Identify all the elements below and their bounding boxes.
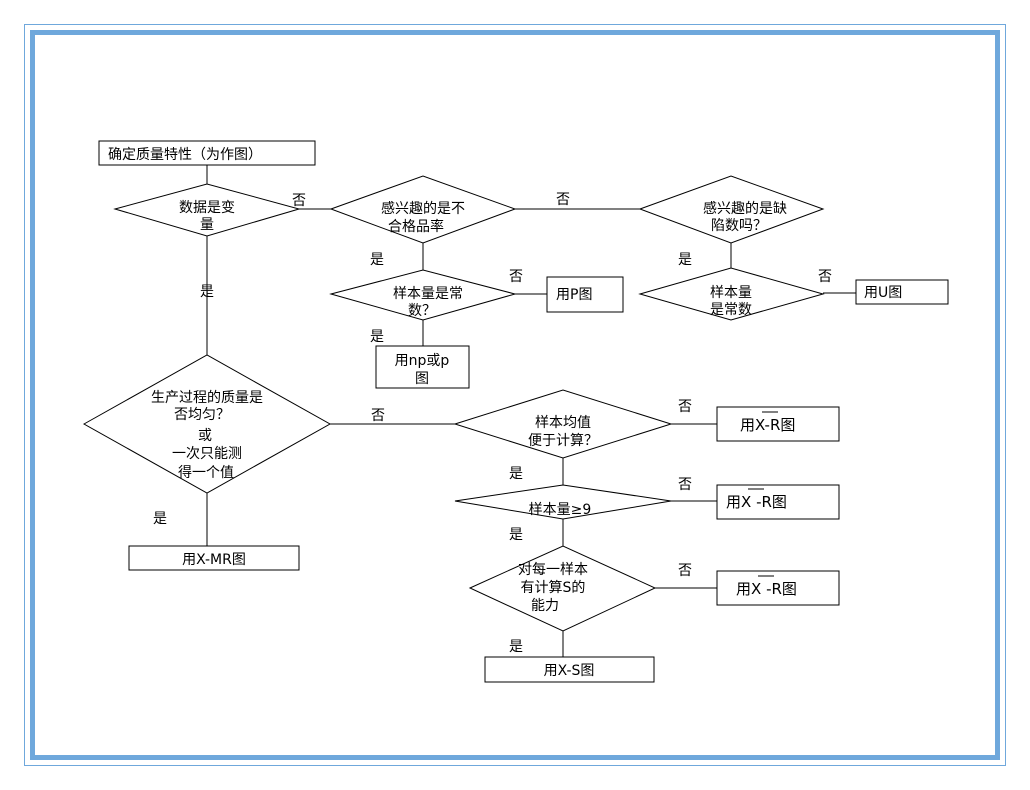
result-p-chart: 用P图	[546, 276, 624, 313]
result-u-chart: 用U图	[855, 279, 949, 305]
decision-label-line: 或	[198, 428, 212, 444]
result-xbar-r-chart-2: 用X -R图	[716, 484, 840, 520]
decision-data-variable: 数据是变 量	[113, 183, 301, 237]
edge-label-no: 否	[292, 193, 306, 209]
decision-label-line: 数？	[408, 303, 436, 319]
result-xbar-r-chart-1: 用X-R图	[716, 406, 840, 442]
result-label: 用U图	[864, 285, 902, 301]
decision-sample-mean-easy: 样本均值 便于计算？	[453, 389, 673, 459]
decision-label-line: 对每一样本	[518, 562, 588, 578]
result-label: 用X -R图	[726, 493, 787, 511]
decision-process-uniform: 生产过程的质量是 否均匀？ 或 一次只能测 得一个值	[82, 354, 332, 494]
decision-label-line: 是常数	[710, 302, 752, 318]
edge-label-yes: 是	[153, 511, 167, 527]
result-label: 用X -R图	[736, 580, 797, 598]
result-xbar-r-chart-3: 用X -R图	[716, 570, 840, 606]
edge-label-yes: 是	[509, 466, 523, 482]
edge-label-no: 否	[678, 477, 692, 493]
decision-nonconforming-rate: 感兴趣的是不 合格品率	[329, 175, 517, 244]
decision-label-line: 生产过程的质量是	[151, 390, 263, 406]
result-label: 用X-S图	[544, 663, 595, 679]
decision-sample-size-constant-u: 样本量 是常数	[638, 267, 825, 321]
result-label-line: 图	[415, 371, 429, 387]
edge-label-yes: 是	[370, 329, 384, 345]
edge-label-no: 否	[678, 563, 692, 579]
decision-label-line: 得一个值	[178, 464, 234, 481]
decision-label-line: 能力	[531, 598, 559, 614]
result-label: 用X-R图	[740, 416, 795, 434]
decision-label-line: 陷数吗？	[711, 218, 767, 234]
decision-label-line: 样本量	[710, 285, 752, 301]
edge-label-no: 否	[509, 269, 523, 285]
edge-label-no: 否	[556, 192, 570, 208]
decision-label-line: 有计算S的	[521, 580, 586, 596]
edge-label-no: 否	[678, 399, 692, 415]
page-border-outer	[24, 24, 1006, 766]
decision-label-line: 一次只能测	[172, 446, 242, 462]
page-border-inner	[30, 30, 1000, 760]
result-np-or-p-chart: 用np或p 图	[375, 345, 470, 389]
edge-label-yes: 是	[200, 284, 214, 300]
edge-label-yes: 是	[509, 639, 523, 655]
decision-compute-s: 对每一样本 有计算S的 能力	[468, 545, 657, 632]
decision-sample-size-9: 样本量≥9	[454, 484, 672, 520]
result-label-line: 用np或p	[395, 353, 450, 369]
decision-label-line: 感兴趣的是缺	[703, 200, 787, 217]
result-label: 用P图	[556, 287, 592, 303]
decision-label-line: 样本均值	[535, 415, 591, 431]
decision-label-line: 样本量是常	[393, 286, 463, 302]
decision-label-line: 否均匀？	[174, 407, 230, 423]
decision-label-line: 合格品率	[388, 218, 444, 235]
decision-defect-count: 感兴趣的是缺 陷数吗？	[638, 175, 825, 244]
edge-label-yes: 是	[678, 252, 692, 268]
decision-label-line: 便于计算？	[528, 433, 598, 449]
decision-label-line: 数据是变	[179, 200, 235, 216]
edge-label-no: 否	[818, 269, 832, 285]
decision-sample-size-constant-p: 样本量是常 数？	[329, 269, 517, 321]
connectors	[206, 165, 856, 657]
start-box: 确定质量特性（为作图）	[98, 140, 316, 166]
edge-labels: 否 否 是 是 否 是 是 否 否 否 是 是 否 是 否 是	[153, 192, 832, 655]
result-x-mr-chart: 用X-MR图	[128, 545, 300, 571]
result-x-s-chart: 用X-S图	[484, 656, 655, 683]
decision-label-line: 量	[200, 217, 214, 233]
edge-label-no: 否	[371, 408, 385, 424]
edge-label-yes: 是	[509, 527, 523, 543]
start-box-label: 确定质量特性（为作图）	[108, 147, 262, 163]
edge-label-yes: 是	[370, 252, 384, 268]
result-label: 用X-MR图	[182, 552, 246, 568]
decision-label-line: 感兴趣的是不	[381, 200, 465, 217]
decision-label: 样本量≥9	[529, 502, 592, 518]
